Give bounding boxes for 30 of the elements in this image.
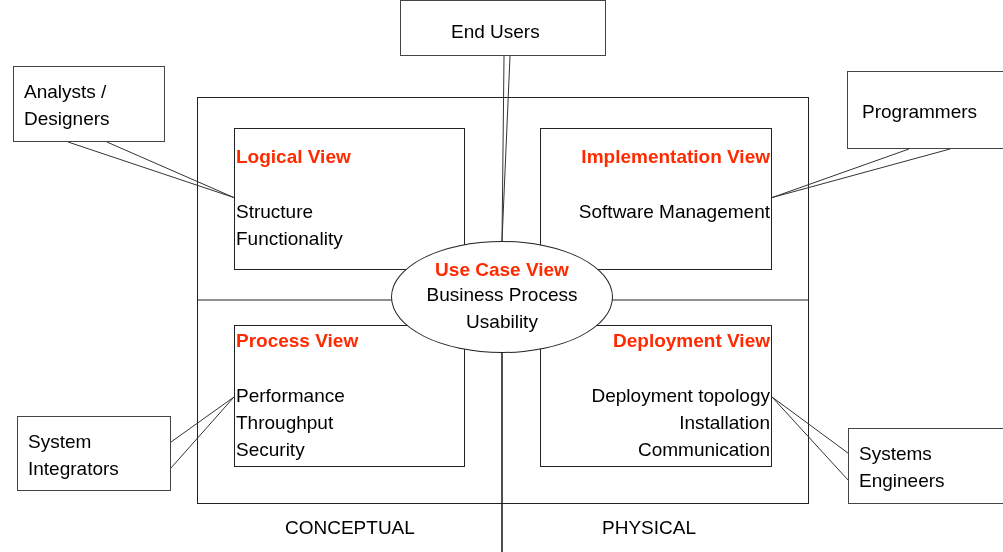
stakeholder-name: Analysts / Designers bbox=[24, 80, 111, 131]
stakeholder-callout bbox=[13, 66, 165, 142]
stakeholder-callout bbox=[400, 0, 606, 56]
region-label: CONCEPTUAL bbox=[285, 517, 415, 539]
stakeholder-name: Programmers bbox=[862, 100, 979, 124]
callout-tail bbox=[67, 141, 235, 199]
view-title: Use Case View bbox=[435, 259, 569, 281]
stakeholder-callout bbox=[848, 428, 1003, 504]
view-description: Structure Functionality bbox=[236, 200, 344, 251]
view-description: Software Management bbox=[578, 200, 770, 224]
stakeholder-name: End Users bbox=[451, 20, 541, 44]
callout-tail bbox=[771, 396, 849, 481]
view-title: Deployment View bbox=[613, 330, 770, 352]
view-box bbox=[540, 325, 772, 467]
frame-box bbox=[197, 97, 809, 504]
view-description: Business Process Usability bbox=[425, 283, 579, 334]
stakeholder-callout bbox=[17, 416, 171, 491]
view-description: Performance Throughput Security bbox=[236, 384, 346, 462]
view-title: Implementation View bbox=[581, 146, 770, 168]
region-label: PHYSICAL bbox=[602, 517, 696, 539]
callout-tail bbox=[170, 396, 235, 469]
view-title: Logical View bbox=[236, 146, 351, 168]
stakeholder-name: Systems Engineers bbox=[859, 442, 946, 493]
stakeholder-callout bbox=[847, 71, 1003, 149]
callout-tail bbox=[501, 55, 511, 242]
stakeholder-name: System Integrators bbox=[28, 430, 120, 481]
view-box bbox=[234, 325, 465, 467]
callout-tail bbox=[771, 148, 951, 199]
view-description: Deployment topology Installation Communication bbox=[590, 384, 770, 462]
view-title: Process View bbox=[236, 330, 359, 352]
